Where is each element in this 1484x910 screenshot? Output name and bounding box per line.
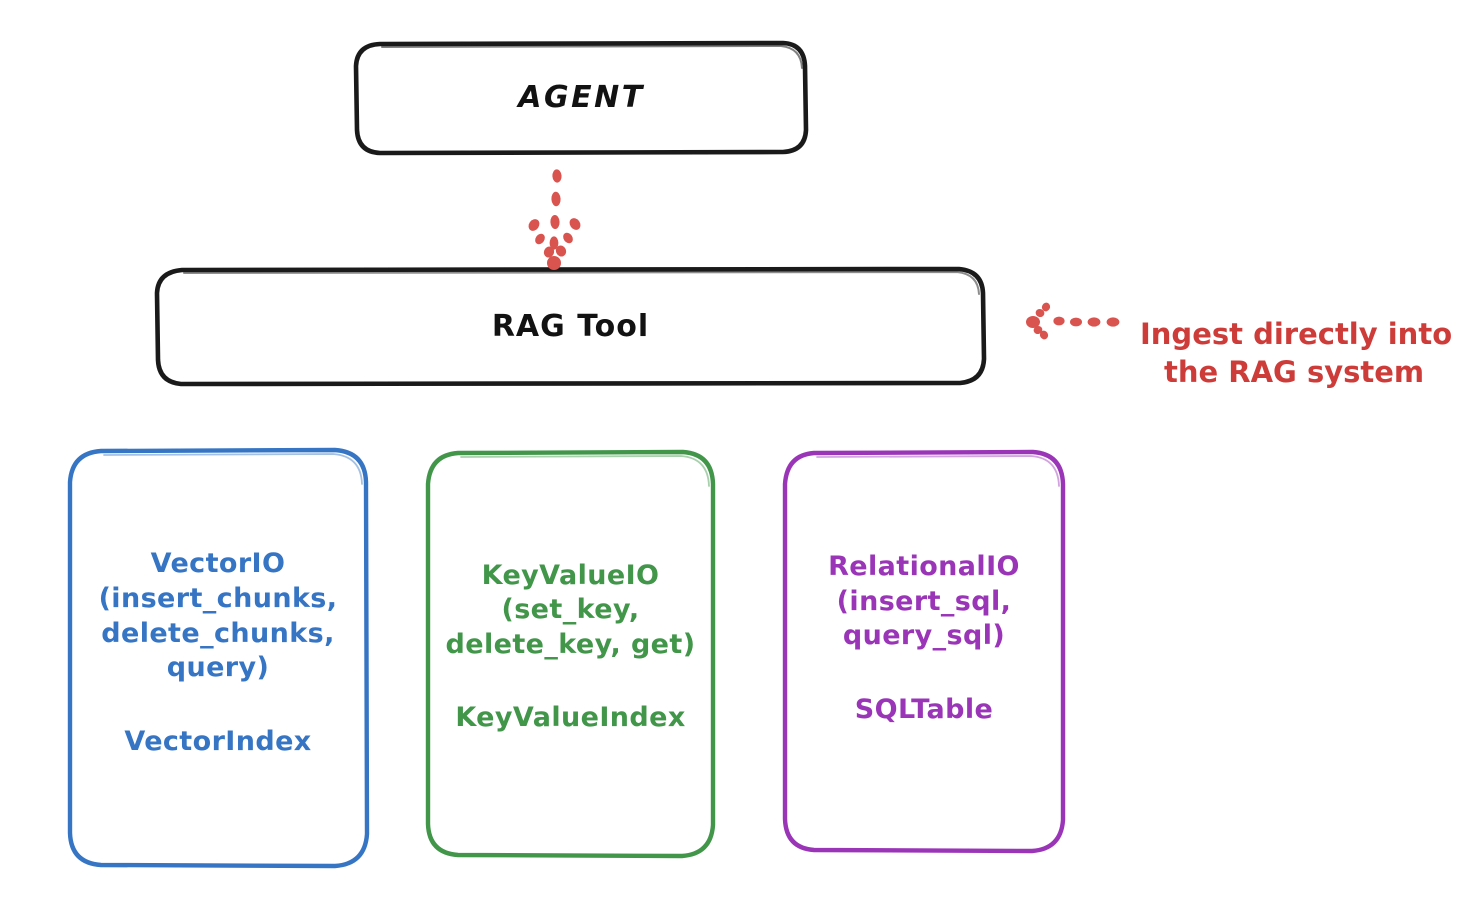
agent-node[interactable]: AGENT: [357, 42, 806, 153]
key-value-index-label: KeyValueIndex: [455, 702, 686, 734]
agent-label: AGENT: [518, 79, 645, 115]
vector-io-title: VectorIO (insert_chunks, delete_chunks, …: [98, 548, 338, 684]
relational-io-node[interactable]: RelationalIO (insert_sql, query_sql) SQL…: [785, 452, 1063, 851]
key-value-io-title: KeyValueIO (set_key, delete_key, get): [445, 559, 696, 660]
vector-io-content: VectorIO (insert_chunks, delete_chunks, …: [99, 547, 338, 756]
ingest-annotation-arrow: [1026, 302, 1120, 340]
relational-io-box-outline: [782, 449, 1066, 854]
key-value-io-node[interactable]: KeyValueIO (set_key, delete_key, get) Ke…: [428, 452, 713, 856]
relational-io-content: RelationalIO (insert_sql, query_sql) SQL…: [828, 550, 1020, 725]
key-value-io-content: KeyValueIO (set_key, delete_key, get) Ke…: [446, 559, 696, 734]
key-value-io-box-outline: [425, 449, 716, 859]
ingest-annotation-line-1: Ingest directly into: [1140, 316, 1453, 351]
rag-tool-node[interactable]: RAG Tool: [157, 269, 984, 384]
rag-tool-box-outline: [154, 266, 987, 387]
relational-io-title: RelationalIO (insert_sql, query_sql): [828, 551, 1020, 652]
rag-tool-label: RAG Tool: [491, 308, 650, 344]
vector-index-label: VectorIndex: [124, 725, 312, 757]
ingest-annotation: Ingest directly into the RAG system: [1140, 276, 1470, 430]
agent-box-outline: [353, 40, 809, 156]
vector-io-node[interactable]: VectorIO (insert_chunks, delete_chunks, …: [70, 450, 366, 866]
sql-table-label: SQLTable: [854, 693, 994, 725]
vector-io-box-outline: [67, 447, 370, 869]
agent-to-rag-tool-arrow: [528, 169, 581, 270]
ingest-annotation-line-2: the RAG system: [1164, 355, 1425, 390]
